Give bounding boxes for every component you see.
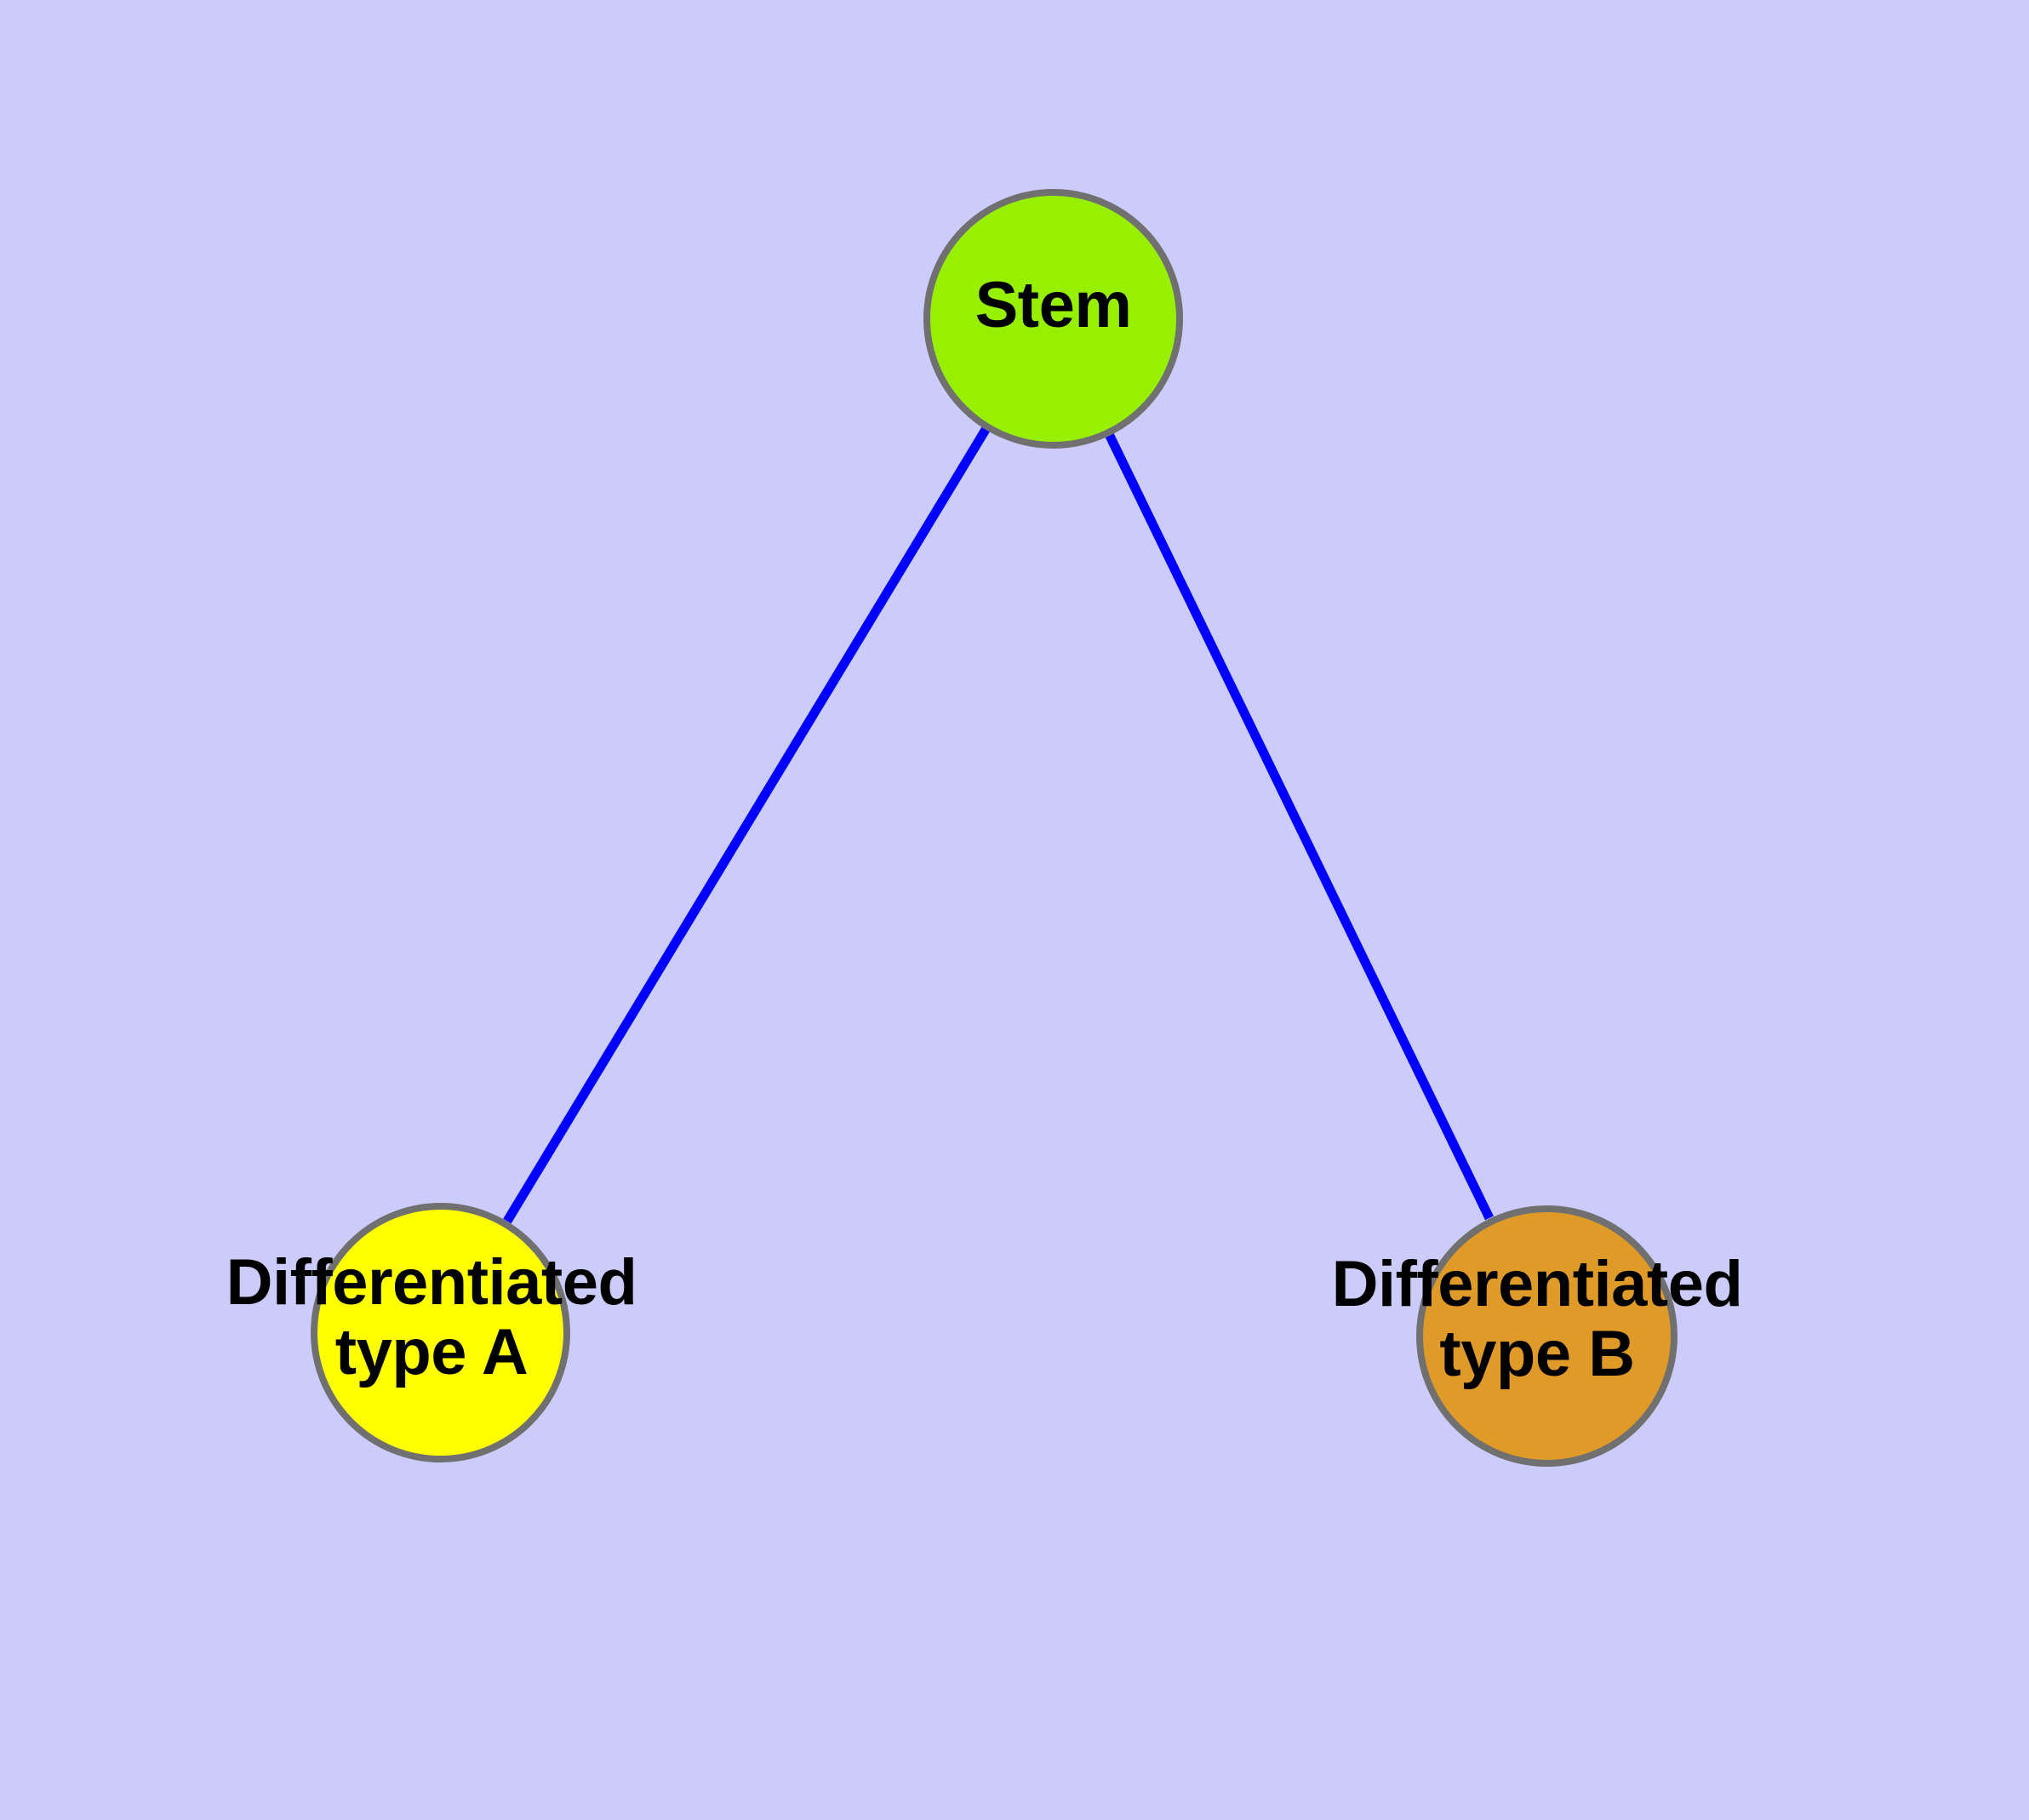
- node-differentiated-type-b[interactable]: [1415, 1205, 1677, 1467]
- edge-stem-to-differentiated-type-b: [1105, 432, 1494, 1221]
- node-differentiated-type-a[interactable]: [310, 1202, 570, 1462]
- node-stem[interactable]: [923, 188, 1183, 449]
- edge-stem-to-differentiated-type-a: [503, 426, 990, 1224]
